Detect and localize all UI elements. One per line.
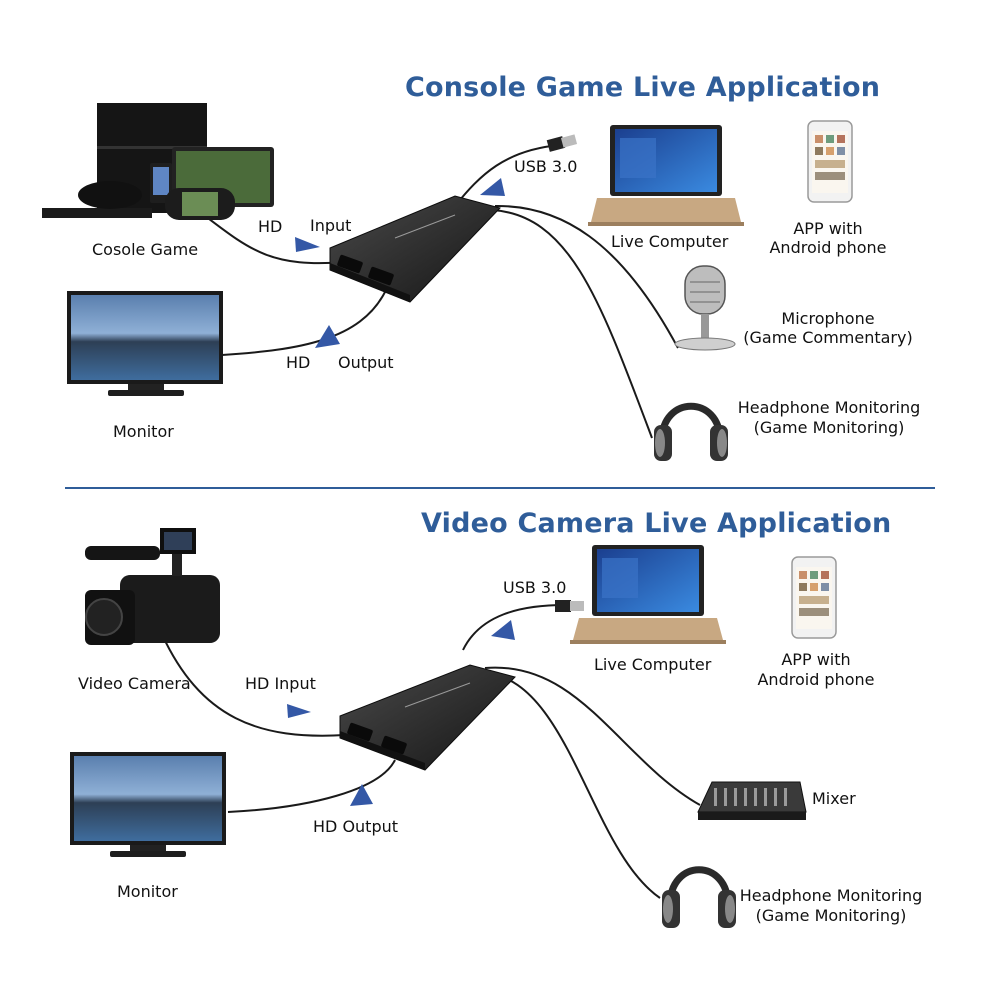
live-computer-label: Live Computer xyxy=(611,232,729,251)
hd-input-label: HD Input xyxy=(245,674,316,693)
microphone-icon xyxy=(674,265,736,351)
headphone-label-line-1: Headphone Monitoring xyxy=(739,886,923,905)
monitor-icon xyxy=(70,752,226,857)
hd-input-prefix: HD xyxy=(258,217,283,236)
headphone-label-line-1: Headphone Monitoring xyxy=(737,398,921,417)
usb-plug-icon xyxy=(546,134,578,152)
live-computer-label: Live Computer xyxy=(594,655,712,674)
microphone-label-line-2: (Game Commentary) xyxy=(743,328,913,347)
output-label: Output xyxy=(338,353,394,372)
smartphone-icon xyxy=(807,120,853,203)
console-game-label: Cosole Game xyxy=(92,240,199,259)
camera-cables xyxy=(159,604,701,899)
input-label: Input xyxy=(310,216,352,235)
console-section-title: Console Game Live Application xyxy=(405,72,881,103)
video-camera-label: Video Camera xyxy=(78,674,191,693)
mixer-label: Mixer xyxy=(812,789,856,808)
usb-label: USB 3.0 xyxy=(503,578,567,597)
headphones-icon xyxy=(654,402,728,461)
headphone-label-line-2: (Game Monitoring) xyxy=(753,418,905,437)
monitor-label: Monitor xyxy=(113,422,174,441)
arrow-icon xyxy=(295,178,505,348)
usb-label: USB 3.0 xyxy=(514,157,578,176)
app-label-line-1: APP with xyxy=(781,650,851,669)
monitor-label: Monitor xyxy=(117,882,178,901)
capture-card-icon xyxy=(339,664,516,771)
monitor-icon xyxy=(67,291,223,396)
console-cables xyxy=(199,144,679,439)
capture-card-icon xyxy=(329,195,501,303)
app-label-line-2: Android phone xyxy=(757,670,875,689)
camera-section-title: Video Camera Live Application xyxy=(421,508,892,539)
laptop-icon xyxy=(588,125,744,226)
laptop-icon xyxy=(570,545,726,644)
audio-mixer-icon xyxy=(697,781,807,820)
microphone-label-line-1: Microphone xyxy=(781,309,875,328)
headphones-icon xyxy=(662,866,736,928)
game-console-icon xyxy=(42,103,274,220)
headphone-label-line-2: (Game Monitoring) xyxy=(755,906,907,925)
video-camera-icon xyxy=(85,528,220,645)
hd-output-label: HD Output xyxy=(313,817,399,836)
usb-plug-icon xyxy=(555,600,584,612)
arrow-icon xyxy=(287,620,515,806)
app-label-line-2: Android phone xyxy=(769,238,887,257)
hd-output-prefix: HD xyxy=(286,353,311,372)
smartphone-icon xyxy=(791,556,837,639)
app-label-line-1: APP with xyxy=(793,219,863,238)
section-divider xyxy=(65,487,935,489)
